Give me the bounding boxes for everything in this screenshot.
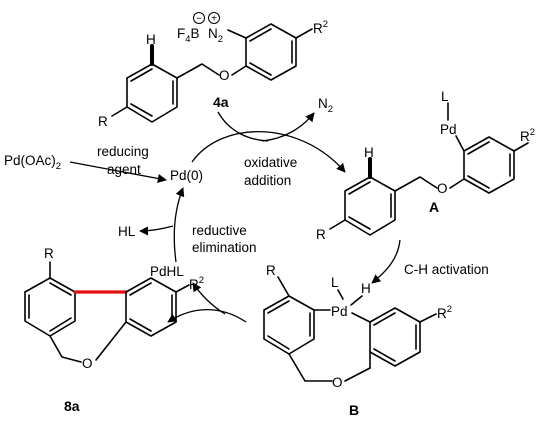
arrow-precatalyst-reduction	[69, 161, 167, 183]
arrow-n2-out	[261, 112, 315, 142]
arrow-to-pdhl	[192, 282, 226, 315]
hydride-b: H	[361, 281, 371, 296]
r2-substituent-a: R2	[520, 127, 535, 144]
pd-oac2-precatalyst: Pd(OAc)2	[4, 153, 61, 172]
r-substituent-4a: R	[98, 114, 108, 129]
compound-label-8a: 8a	[64, 398, 80, 414]
r2-substituent-b: R2	[437, 304, 452, 321]
oxygen-atom-a: O	[437, 181, 448, 196]
h-atom-a: H	[364, 145, 374, 160]
step-reductive-elimination-line2: elimination	[192, 240, 257, 255]
plus-charge: +	[211, 14, 217, 25]
oxygen-atom-4a: O	[219, 68, 230, 83]
arrow-ch-activation	[371, 239, 401, 284]
step-reductive-elimination-line1: reductive	[192, 223, 247, 238]
minus-charge: −	[196, 14, 202, 25]
r2-substituent-4a: R2	[313, 19, 328, 36]
palladium-atom-b: Pd	[331, 304, 348, 319]
arrow-hl-out	[139, 225, 174, 236]
ligand-a: L	[441, 89, 449, 104]
substrate-4a: H R O N2 F4B − + R2 4a	[98, 12, 328, 129]
h-atom-4a: H	[146, 32, 156, 47]
compound-label-a: A	[429, 199, 439, 215]
pd0-species: Pd(0)	[170, 168, 203, 183]
oxygen-atom-b: O	[332, 375, 343, 390]
r-substituent-8a: R	[44, 246, 54, 261]
r-substituent-b: R	[266, 263, 276, 278]
r-substituent-a: R	[316, 227, 326, 242]
r2-substituent-8a: R2	[189, 275, 204, 292]
compound-label-4a: 4a	[213, 94, 229, 110]
step-oxidative-addition-line1: oxidative	[244, 155, 297, 170]
palladium-atom-a: Pd	[440, 122, 457, 137]
n2-released: N2	[318, 96, 333, 115]
hl-byproduct: HL	[118, 224, 136, 239]
intermediate-b: R Pd L H O R2 B	[263, 263, 452, 418]
bf4-counterion-4a: F4B	[177, 26, 200, 45]
step-oxidative-addition-line2: addition	[244, 173, 291, 188]
intermediate-a: H R O Pd L R2 A	[316, 89, 535, 242]
cycle-arrows	[69, 111, 401, 323]
step-reducing-agent-line1: reducing	[97, 144, 149, 159]
arrow-reductive-elimination	[173, 187, 185, 263]
step-ch-activation: C-H activation	[404, 262, 489, 277]
oxygen-atom-8a: O	[82, 356, 93, 371]
ligand-b: L	[331, 275, 339, 290]
n2-group-4a: N2	[208, 26, 223, 45]
compound-label-b: B	[349, 402, 359, 418]
pdhl-species: PdHL	[150, 264, 184, 279]
arrow-product-release	[167, 308, 247, 323]
arrow-oxidative-addition	[191, 131, 346, 173]
